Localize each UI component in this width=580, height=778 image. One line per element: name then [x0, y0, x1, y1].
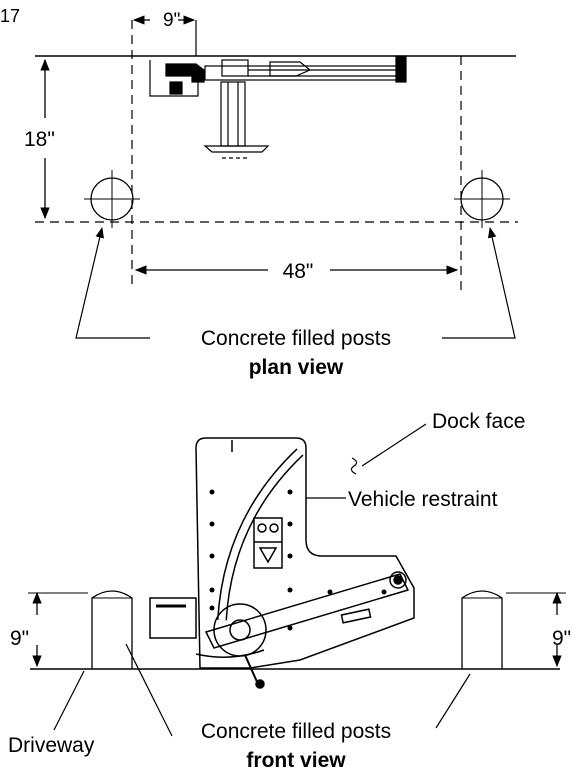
- leader-dock-face: [361, 423, 427, 467]
- front-view: [28, 423, 566, 737]
- post-plan-right: [454, 170, 510, 228]
- leader-front-left: [125, 643, 173, 737]
- leader-plan-right: [442, 226, 516, 339]
- leader-plan-left: [75, 226, 150, 339]
- dim-spacing-label: 48": [283, 260, 314, 283]
- right-height-label: 9": [552, 627, 571, 650]
- plan-caption-line2: plan view: [249, 356, 344, 379]
- dock-face-label: Dock face: [432, 410, 525, 433]
- leader-driveway: [53, 670, 85, 731]
- page-number: 17: [0, 6, 20, 26]
- plan-view: [35, 15, 518, 339]
- plan-caption-line1: Concrete filled posts: [201, 327, 391, 350]
- post-plan-left: [84, 170, 140, 228]
- dim-offset-label: 9": [163, 10, 180, 31]
- vehicle-restraint-label: Vehicle restraint: [348, 488, 498, 511]
- leader-front-right: [435, 673, 471, 729]
- dim-depth-label: 18": [24, 128, 55, 151]
- left-height-label: 9": [10, 627, 29, 650]
- front-caption-line1: Concrete filled posts: [201, 720, 391, 743]
- post-front-left: [91, 590, 133, 669]
- front-caption-line2: front view: [246, 749, 346, 772]
- post-front-right: [461, 590, 503, 669]
- driveway-label: Driveway: [8, 734, 95, 757]
- dock-face-symbol: [350, 457, 358, 475]
- restraint-plan: [149, 55, 407, 159]
- vehicle-restraint: [149, 437, 415, 689]
